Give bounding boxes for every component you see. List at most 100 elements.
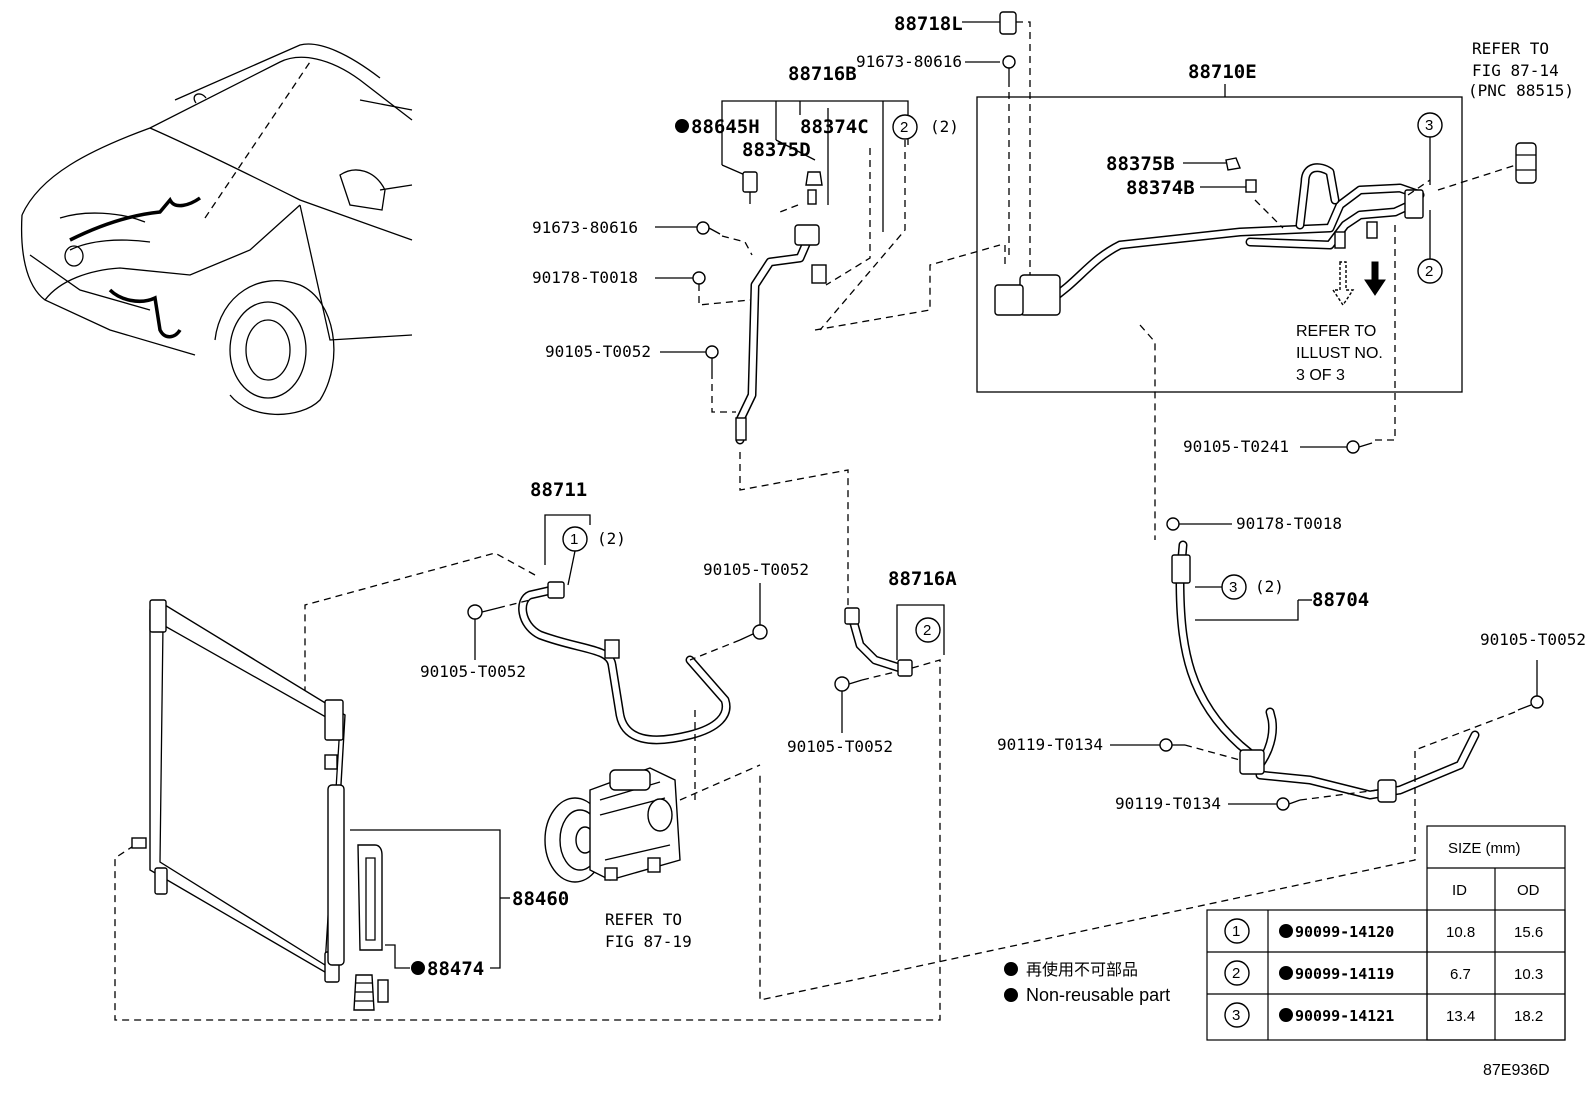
svg-text:1: 1 [1232, 923, 1240, 940]
part-91673-80616-top[interactable]: 91673-80616 [856, 52, 1016, 80]
callout-90119-T0134-b: 90119-T0134 [1115, 794, 1221, 813]
part-88374B[interactable]: 88374B [1126, 177, 1257, 199]
circle-2-marker-88716A: 2 [915, 617, 941, 643]
circle-1-marker: 1 (2) [562, 526, 626, 586]
part-90105-T0052-mid[interactable]: 90105-T0052 [703, 560, 809, 641]
table-cell-id: 13.4 [1446, 1008, 1475, 1025]
pipe-discharge-right[interactable] [1239, 707, 1480, 803]
svg-text:2: 2 [923, 622, 931, 639]
pipe-88710E[interactable] [994, 163, 1425, 316]
callout-90105-T0052-right: 90105-T0052 [1480, 630, 1586, 649]
svg-text:2: 2 [1232, 965, 1240, 982]
table-cell-part: 90099-14119 [1295, 965, 1394, 983]
callout-88375B: 88375B [1106, 153, 1175, 175]
ref-illust-line1: REFER TO [1296, 323, 1376, 340]
circle-3-marker-top: 3 [1417, 112, 1443, 185]
callout-90105-T0052-left2: 90105-T0052 [420, 662, 526, 681]
callout-88375D: 88375D [742, 139, 811, 161]
part-90105-T0052-left[interactable]: 90105-T0052 [545, 342, 719, 372]
svg-text:3: 3 [1232, 1007, 1240, 1024]
callout-90105-T0052-mid: 90105-T0052 [703, 560, 809, 579]
table-cell-od: 10.3 [1514, 966, 1543, 983]
callout-88374C: 88374C [800, 116, 869, 138]
callout-circle1-mid: (2) [597, 529, 626, 548]
table-cell-part: 90099-14120 [1295, 923, 1394, 941]
ref-illust-line2: ILLUST NO. [1296, 345, 1383, 362]
part-88718L[interactable]: 88718L [894, 11, 1017, 35]
condenser-88460[interactable] [131, 599, 346, 983]
ref-fig-87-14-line2: FIG 87-14 [1472, 61, 1559, 80]
callout-90105-T0052-left: 90105-T0052 [545, 342, 651, 361]
part-88375B[interactable]: 88375B [1106, 153, 1241, 175]
part-90105-T0052-left2[interactable]: 90105-T0052 [420, 604, 526, 681]
callout-circle2-top: (2) [930, 117, 959, 136]
size-table-col-od: OD [1517, 882, 1540, 899]
svg-text:3: 3 [1425, 117, 1433, 134]
part-88515-receiver[interactable] [1515, 142, 1537, 184]
pipe-88716A[interactable] [844, 607, 913, 677]
part-90105-T0241[interactable]: 90105-T0241 [1183, 437, 1373, 456]
legend-dot-en [1004, 988, 1018, 1002]
nonreusable-dot [675, 119, 689, 133]
part-88375D[interactable] [805, 171, 823, 186]
box-88710E: 88710E [976, 61, 1463, 393]
arrow-down-icon [1364, 261, 1386, 296]
ref-fig-87-14: REFER TO FIG 87-14 (PNC 88515) [1468, 39, 1574, 100]
part-90105-T0052-low[interactable]: 90105-T0052 [787, 676, 893, 756]
hose-88711[interactable] [518, 581, 731, 745]
callout-90178-T0018-left: 90178-T0018 [532, 268, 638, 287]
callout-90119-T0134-a: 90119-T0134 [997, 735, 1103, 754]
part-90119-T0134-a[interactable]: 90119-T0134 [997, 735, 1185, 754]
legend-dot-jp [1004, 962, 1018, 976]
svg-text:3: 3 [1229, 579, 1237, 596]
callout-88716A: 88716A [888, 568, 957, 590]
table-cell-od: 18.2 [1514, 1008, 1543, 1025]
svg-text:1: 1 [570, 531, 578, 548]
callout-90105-T0052-low: 90105-T0052 [787, 737, 893, 756]
arrow-down-icon [1331, 261, 1355, 307]
ref-illust-line3: 3 OF 3 [1296, 367, 1345, 384]
part-90105-T0052-right[interactable]: 90105-T0052 [1480, 630, 1586, 711]
part-91673-80616-left[interactable]: 91673-80616 [532, 218, 721, 237]
ref-illust-3-of-3: REFER TO ILLUST NO. 3 OF 3 [1296, 323, 1383, 384]
group-88716B: 88716B 88645H 88374C 88375D 2 (2) [675, 63, 959, 232]
ref-fig-87-14-line1: REFER TO [1472, 39, 1549, 58]
table-row: 2 90099-14119 6.7 10.3 [1224, 960, 1543, 986]
callout-91673-80616-top: 91673-80616 [856, 52, 962, 71]
compressor-assembly[interactable] [544, 767, 681, 883]
part-88374C[interactable] [807, 189, 817, 205]
size-table-col-id: ID [1452, 882, 1467, 899]
pipe-88716B[interactable] [735, 224, 827, 445]
callout-88460: 88460 [512, 888, 569, 910]
size-table: SIZE (mm) ID OD 1 90099-14120 10.8 15.6 … [1206, 825, 1566, 1041]
svg-text:2: 2 [1425, 263, 1433, 280]
hose-88704[interactable] [1171, 540, 1263, 765]
circle-2-marker [892, 114, 918, 140]
ref-fig-87-19-line2: FIG 87-19 [605, 932, 692, 951]
circle-2-marker-right: 2 [1417, 210, 1443, 284]
callout-88710E: 88710E [1188, 61, 1257, 83]
callout-88711: 88711 [530, 479, 587, 501]
part-88645H[interactable] [742, 171, 758, 204]
ref-fig-87-14-line3: (PNC 88515) [1468, 81, 1574, 100]
callout-88474: 88474 [427, 958, 484, 980]
diagram-id: 87E936D [1483, 1062, 1550, 1079]
table-cell-part: 90099-14121 [1295, 1007, 1394, 1025]
part-90178-T0018-right[interactable]: 90178-T0018 [1166, 514, 1342, 533]
callout-88718L: 88718L [894, 13, 963, 35]
size-table-header: SIZE (mm) [1448, 840, 1521, 857]
ref-fig-87-19-line1: REFER TO [605, 910, 682, 929]
part-90178-T0018-left[interactable]: 90178-T0018 [532, 268, 706, 287]
legend: 再使用不可部品 Non-reusable part [1004, 961, 1170, 1005]
vehicle-illustration [20, 43, 413, 416]
callout-90105-T0241: 90105-T0241 [1183, 437, 1289, 456]
part-88474[interactable] [353, 844, 389, 1011]
legend-jp: 再使用不可部品 [1026, 961, 1138, 979]
callout-90178-T0018-right: 90178-T0018 [1236, 514, 1342, 533]
legend-en: Non-reusable part [1026, 985, 1170, 1005]
callout-88374B: 88374B [1126, 177, 1195, 199]
table-cell-id: 10.8 [1446, 924, 1475, 941]
part-90119-T0134-b[interactable]: 90119-T0134 [1115, 794, 1301, 813]
table-cell-od: 15.6 [1514, 924, 1543, 941]
